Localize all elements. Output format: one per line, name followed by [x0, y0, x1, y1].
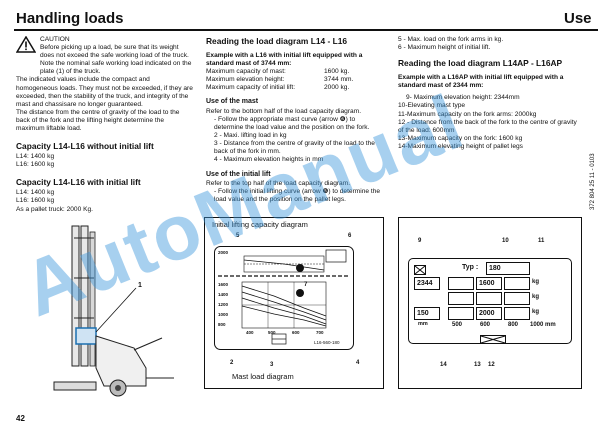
callout-6: 6 [348, 233, 352, 239]
kg-unit-2: kg [532, 294, 540, 300]
use-mast-item-4: 4 - Maximum elevation heights in mm [214, 156, 324, 164]
capacity-without-title: Capacity L14-L16 without initial lift [16, 141, 154, 152]
typ-label: Typ : [462, 264, 479, 271]
column-2: Reading the load diagram L14 - L16 Examp… [206, 36, 386, 204]
model-code: L16-560-180 [314, 340, 340, 345]
kg-unit-1: kg [532, 279, 540, 285]
y-tick-800: 800 [218, 322, 226, 327]
callout-7: 7 [304, 282, 308, 288]
caution-text: Before picking up a load, be sure that i… [40, 44, 192, 76]
y-tick-1400: 1400 [218, 292, 229, 297]
callout-5: 5 [236, 233, 240, 239]
column-3: 5 - Max. load on the fork arms in kg. 6 … [398, 36, 578, 151]
page-number: 42 [16, 414, 25, 423]
side-code: 372 804 25 11 - 0103 [590, 153, 596, 210]
truck-illustration [34, 218, 184, 402]
cell-r2c2 [476, 292, 502, 305]
item-10: 10-Elevating mast type [398, 102, 466, 110]
use-mast-item-1: - Follow the appropriate mast curve (arr… [214, 115, 370, 132]
capacity-value: 1600 [476, 277, 502, 290]
x-label-1000: 1000 mm [530, 322, 556, 328]
truck-icon [480, 331, 506, 349]
callout-14: 14 [440, 362, 447, 368]
row-elevation-height: Maximum elevation height:3744 mm. [206, 76, 354, 84]
cell-r1c1 [448, 277, 474, 290]
use-initial-title: Use of the initial lift [206, 170, 271, 178]
item-5: 5 - Max. load on the fork arms in kg. [398, 36, 504, 43]
y-tick-2000: 2000 [218, 250, 229, 255]
y-tick-1200: 1200 [218, 302, 229, 307]
load-para-2: The distance from the centre of gravity … [16, 108, 180, 133]
use-mast-title: Use of the mast [206, 98, 259, 106]
x-tick-500: 500 [268, 330, 276, 335]
leg-unit: mm [418, 321, 428, 327]
leg-value: 150 [414, 307, 440, 320]
y-tick-1600: 1600 [218, 282, 229, 287]
diagram-top-label: Initial lifting capacity diagram [212, 220, 308, 229]
use-mast-item-2: 2 - Maxi. lifting load in kg [214, 132, 287, 140]
x-label-500: 500 [452, 322, 463, 328]
callout-3: 3 [270, 362, 274, 368]
callout-2: 2 [230, 360, 234, 366]
load-diagram-ap-title: Reading the load diagram L14AP - L16AP [398, 58, 563, 69]
warning-icon [15, 35, 40, 76]
capacity-pallet: As a pallet truck: 2000 Kg. [16, 205, 93, 213]
diagram-bottom-label: Mast load diagram [232, 372, 294, 381]
item-6: 6 - Maximum height of initial lift. [398, 44, 491, 52]
cell-r3c3 [504, 307, 530, 320]
example-l16ap: Example with a L16AP with initial lift e… [398, 74, 564, 90]
capacity-2-value: 2000 [476, 307, 502, 320]
use-mast-intro: Refer to the bottom half of the load cap… [206, 107, 362, 115]
callout-13: 13 [474, 362, 481, 368]
cell-r3c1 [448, 307, 474, 320]
callout-9: 9 [418, 238, 422, 244]
section-title: Use [564, 10, 592, 27]
capacity-without-l16: L16: 1600 kg [16, 161, 55, 169]
x-tick-400: 400 [246, 330, 254, 335]
cell-r2c3 [504, 292, 530, 305]
x-tick-700: 700 [316, 330, 324, 335]
load-diagram-plate [214, 246, 354, 350]
page-title: Handling loads [16, 10, 124, 27]
item-9: 9- Maximum elevation height: 2344mm [406, 94, 520, 102]
item-13: 13-Maximum capacity on the fork: 1600 kg [398, 134, 523, 142]
capacity-without-l14: L14: 1400 kg [16, 153, 55, 161]
use-initial-item-1: - Follow the initial lifting curve (arro… [214, 188, 381, 204]
item-12: 12 - Distance from the back of the fork … [398, 118, 577, 134]
use-mast-item-3: 3 - Distance from the centre of gravity … [214, 140, 375, 156]
item-14: 14-Maximum elevating height of pallet le… [398, 142, 523, 150]
book-icon [414, 262, 426, 280]
capacity-with-l14: L14: 1400 kg [16, 189, 55, 197]
load-para: The indicated values include the compact… [16, 76, 193, 108]
callout-1: 1 [138, 282, 142, 289]
x-label-600: 600 [480, 322, 491, 328]
cell-r1c3 [504, 277, 530, 290]
caution-block: CAUTION Before picking up a load, be sur… [15, 35, 193, 76]
capacity-with-l16: L16: 1600 kg [16, 197, 55, 205]
capacity-with-title: Capacity L14-L16 with initial lift [16, 177, 141, 188]
row-mast-capacity: Maximum capacity of mast:1600 kg. [206, 68, 350, 76]
callout-11: 11 [538, 238, 545, 244]
callout-4: 4 [356, 360, 360, 366]
callout-12: 12 [488, 362, 495, 368]
cell-r2c1 [448, 292, 474, 305]
typ-value: 180 [486, 262, 530, 275]
use-initial-intro: Refer to the top half of the load capaci… [206, 179, 351, 187]
item-11: 11-Maximum capacity on the fork arms: 20… [398, 110, 537, 118]
callout-10: 10 [502, 238, 509, 244]
x-label-800: 800 [508, 322, 519, 328]
kg-unit-3: kg [532, 309, 540, 315]
example-l16: Example with a L16 with initial lift equ… [206, 52, 363, 68]
load-diagram-title: Reading the load diagram L14 - L16 [206, 36, 348, 46]
y-tick-1000: 1000 [218, 312, 229, 317]
header-divider [14, 29, 598, 31]
caution-label: CAUTION [40, 36, 70, 43]
row-initial-lift-capacity: Maximum capacity of initial lift:2000 kg… [206, 84, 350, 92]
height-value: 2344 [414, 277, 440, 290]
column-1: CAUTION Before picking up a load, be sur… [15, 35, 193, 214]
x-tick-600: 600 [292, 330, 300, 335]
